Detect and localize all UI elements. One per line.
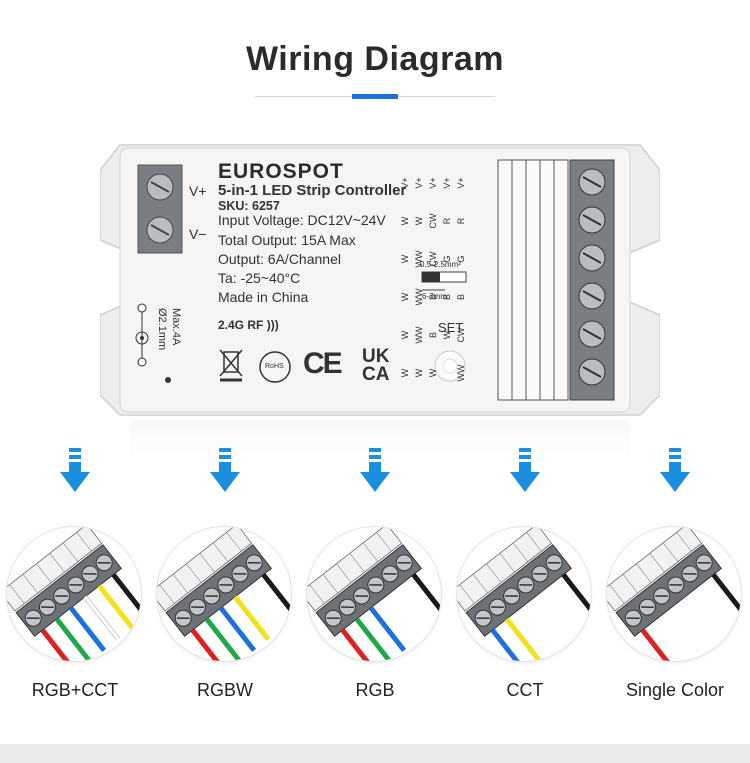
down-arrow-icon [210, 448, 240, 492]
pin-label: R [442, 217, 452, 225]
operating-temp: Ta: -25~40°C [218, 270, 301, 286]
down-arrow-icon [660, 448, 690, 492]
pin-label: V+ [442, 177, 452, 189]
pin-label: B [428, 332, 438, 339]
page-title: Wiring Diagram [246, 40, 504, 78]
pin-label: B [456, 294, 466, 301]
controller-device: EUROSPOT 5-in-1 LED Strip Controller SKU… [100, 140, 660, 420]
pin-label: W [400, 368, 410, 378]
pin-label: V+ [414, 177, 424, 189]
output-per-channel: Output: 6A/Channel [218, 251, 341, 267]
pin-label: WW [414, 250, 424, 268]
pin-label: W [414, 368, 424, 378]
wiring-mode-label: Single Color [625, 680, 725, 700]
rf-text: 2.4G RF [218, 318, 264, 332]
pin-label: B [442, 294, 452, 301]
total-output: Total Output: 15A Max [218, 232, 356, 248]
pin-label: WW [414, 326, 424, 344]
rohs-icon: RoHS [265, 363, 284, 370]
terminal-closeup [7, 527, 141, 661]
pin-label: W [442, 330, 452, 340]
input-voltage: Input Voltage: DC12V~24V [218, 212, 386, 228]
wiring-mode-1: RGBW [150, 448, 300, 700]
pin-label: B [428, 294, 438, 301]
down-arrow-icon [60, 448, 90, 492]
ukca-mark-icon: UK CA [362, 346, 390, 385]
wiring-mode-label: RGB [355, 680, 395, 700]
vminus-label: V− [189, 226, 207, 242]
pin-label: V+ [400, 177, 410, 189]
controller-body-icon [100, 144, 660, 416]
device-reflection [130, 420, 630, 460]
wiring-mode-0: RGB+CCT [0, 448, 150, 700]
brand-name: EUROSPOT [218, 160, 344, 183]
terminal-closeup [157, 527, 291, 661]
wiring-mode-label: CCT [506, 680, 544, 700]
pin-label: W [400, 330, 410, 340]
pin-label: CW [456, 327, 466, 343]
sku-label: SKU: 6257 [218, 199, 280, 213]
terminal-closeup [607, 527, 741, 661]
pin-label: W [400, 254, 410, 264]
pin-label: R [456, 217, 466, 225]
pin-label: G [456, 255, 466, 263]
terminal-closeup [307, 527, 441, 661]
wiring-mode-2: RGB [300, 448, 450, 700]
max-current: Max.4A [170, 308, 182, 346]
pin-label: W [400, 216, 410, 226]
strip-length: 6-7mm [422, 292, 447, 301]
pin-label: W [428, 368, 438, 378]
made-in: Made in China [218, 289, 309, 305]
pin-label: W [414, 216, 424, 226]
pin-label: CW [428, 251, 438, 267]
ce-mark-icon: CE [303, 347, 343, 380]
down-arrow-icon [510, 448, 540, 492]
pin-label: W [400, 292, 410, 302]
set-label: SET [438, 320, 464, 335]
wifi-icon: ))) [266, 318, 279, 332]
wiring-mode-label: RGBW [197, 680, 253, 700]
vplus-label: V+ [189, 183, 207, 199]
pin-label: V+ [456, 177, 466, 189]
terminal-closeup [457, 527, 591, 661]
title-accent-bar [352, 94, 398, 99]
wiring-mode-4: Single Color [600, 448, 750, 700]
product-name: 5-in-1 LED Strip Controller [218, 182, 407, 199]
pin-label: G [442, 255, 452, 263]
pin-label: CW [428, 213, 438, 229]
rf-label: 2.4G RF ))) [218, 318, 279, 332]
wiring-mode-3: CCT [450, 448, 600, 700]
jack-diameter: Ø2.1mm [156, 308, 168, 351]
pin-label: WW [414, 288, 424, 306]
down-arrow-icon [360, 448, 390, 492]
wiring-mode-label: RGB+CCT [31, 680, 119, 700]
pin-label: V+ [428, 177, 438, 189]
bottom-bar [0, 744, 750, 763]
wire-gauge: 0.5-2.5mm² [420, 260, 461, 269]
pin-label: WW [456, 364, 466, 382]
